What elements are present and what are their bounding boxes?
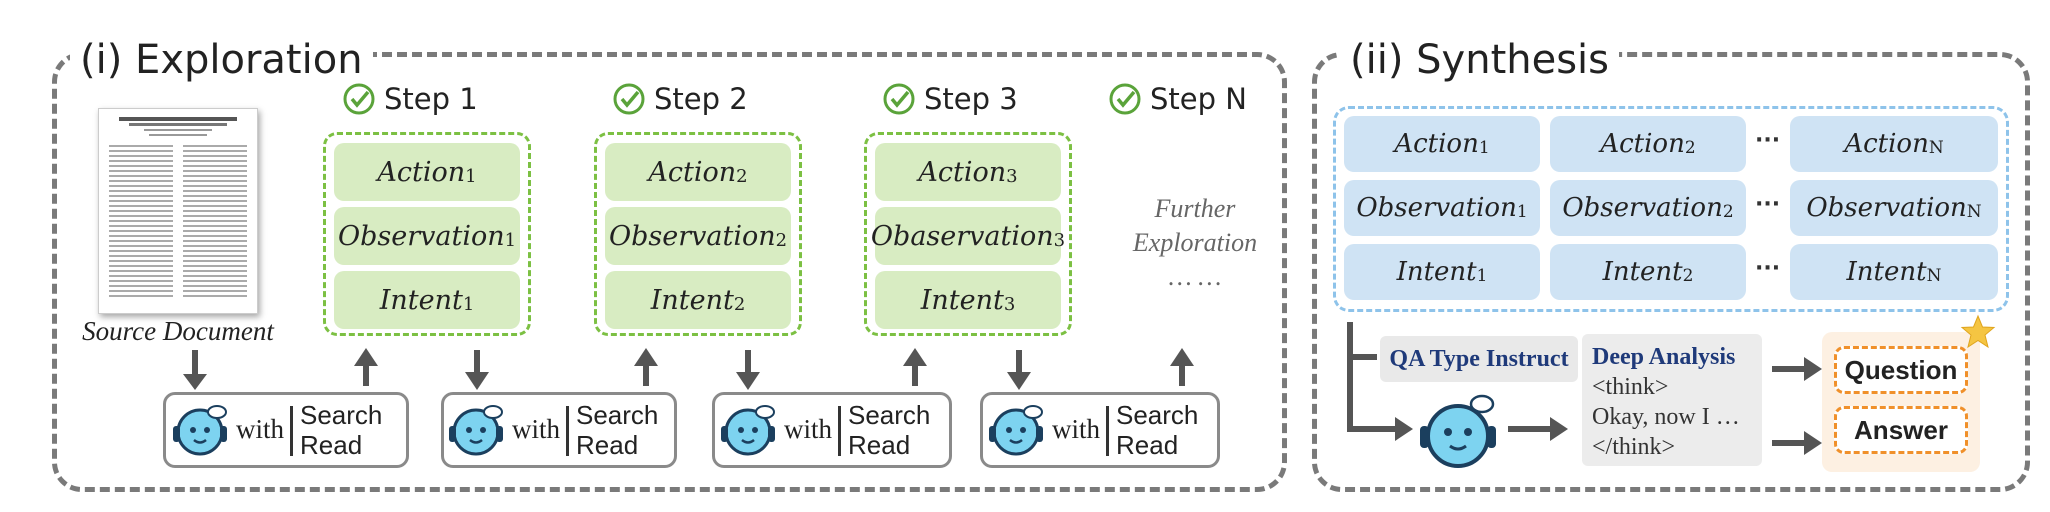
agent-3-with: with bbox=[784, 414, 833, 444]
source-document-thumbnail bbox=[98, 108, 258, 314]
synthesis-panel bbox=[1312, 52, 2030, 492]
check-circle-icon bbox=[883, 83, 915, 115]
star-icon bbox=[1960, 314, 1996, 349]
deep-analysis-line-3: </think> bbox=[1592, 434, 1676, 460]
answer-box: Answer bbox=[1834, 406, 1968, 454]
agent-3-separator bbox=[838, 406, 841, 456]
document-page-icon bbox=[109, 117, 247, 297]
check-circle-icon bbox=[343, 83, 375, 115]
exploration-title: (i) Exploration bbox=[70, 36, 373, 84]
exploration-panel bbox=[52, 52, 1287, 492]
step-2-header: Step 2 bbox=[612, 82, 748, 116]
step-3-header: Step 3 bbox=[882, 82, 1018, 116]
step-n-header: Step N bbox=[1108, 82, 1247, 116]
step-2-label: Step 2 bbox=[654, 82, 748, 116]
step-3-label: Step 3 bbox=[924, 82, 1018, 116]
step-1-header: Step 1 bbox=[342, 82, 478, 116]
deep-analysis-line-2: Okay, now I … bbox=[1592, 404, 1740, 430]
step-1-label: Step 1 bbox=[384, 82, 478, 116]
agent-1-separator bbox=[290, 406, 293, 456]
agent-4-with: with bbox=[1052, 414, 1101, 444]
qa-type-instruct: QA Type Instruct bbox=[1380, 336, 1578, 382]
robot-icon bbox=[1420, 394, 1496, 468]
agent-2-with: with bbox=[512, 414, 561, 444]
deep-analysis-line-1: <think> bbox=[1592, 374, 1669, 400]
agent-1-with: with bbox=[236, 414, 285, 444]
ellipsis-row-3: ··· bbox=[1755, 256, 1781, 281]
question-box: Question bbox=[1834, 346, 1968, 394]
ellipsis-row-2: ··· bbox=[1755, 192, 1781, 217]
ellipsis-row-1: ··· bbox=[1755, 128, 1781, 153]
further-exploration-text: Further Exploration … … bbox=[1132, 194, 1258, 291]
check-circle-icon bbox=[1109, 83, 1141, 115]
check-circle-icon bbox=[613, 83, 645, 115]
source-document-label: Source Document bbox=[82, 316, 274, 346]
agent-4-separator bbox=[1106, 406, 1109, 456]
deep-analysis-box: Deep Analysis <think> Okay, now I … </th… bbox=[1582, 334, 1762, 466]
agent-2-separator bbox=[566, 406, 569, 456]
synthesis-title: (ii) Synthesis bbox=[1340, 36, 1620, 84]
trajectory-grid bbox=[1333, 106, 2009, 312]
arrow-down-icon bbox=[183, 350, 207, 390]
deep-analysis-title: Deep Analysis bbox=[1592, 344, 1736, 370]
step-n-label: Step N bbox=[1150, 82, 1247, 116]
